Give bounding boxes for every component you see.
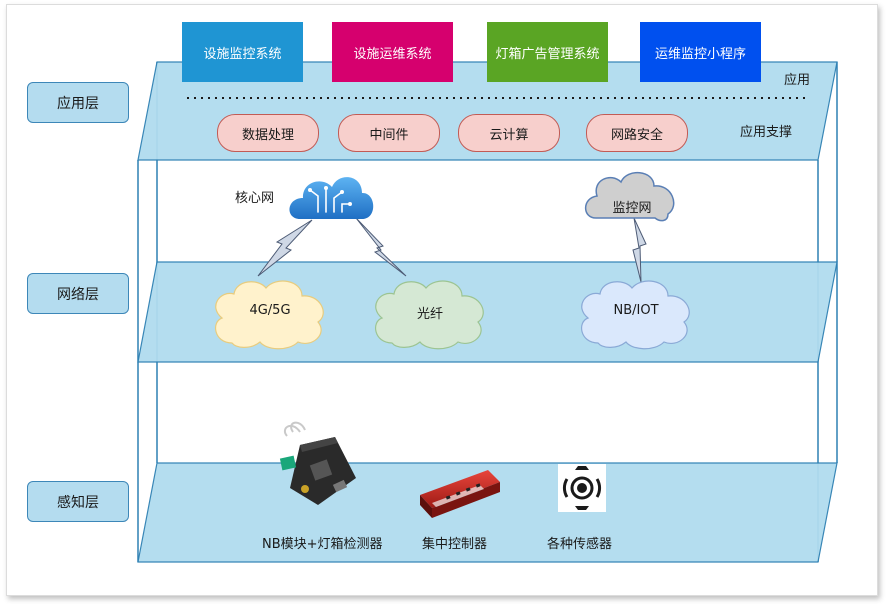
support-title: 应用支撑: [740, 125, 793, 140]
access-label-nbiot: NB/IOT: [613, 303, 659, 318]
circuit-board-icon: [279, 421, 356, 505]
link-core-to-fiber: [355, 217, 407, 277]
device-label-sensors: 各种传感器: [547, 537, 613, 552]
access-label-fiber: 光纤: [416, 307, 443, 322]
cloud-fiber: [374, 280, 484, 350]
support-item-middleware: 中间件: [338, 114, 440, 152]
layer-label-network: 网络层: [27, 273, 129, 314]
link-core-to-4g: [257, 219, 313, 277]
app-lightbox-ad-management: 灯箱广告管理系统: [487, 22, 608, 82]
controller-icon: [420, 470, 500, 518]
cloud-4g5g: [214, 280, 324, 350]
lightning-connectors: [257, 217, 647, 283]
support-item-cloud-computing: 云计算: [458, 114, 560, 152]
cloud-nbiot: [580, 280, 690, 350]
app-maintenance-mini-program: 运维监控小程序: [640, 22, 761, 82]
app-facility-maintenance: 设施运维系统: [332, 22, 453, 82]
support-item-network-security: 网路安全: [586, 114, 688, 152]
access-label-4g5g: 4G/5G: [249, 303, 291, 318]
apps-title: 应用: [784, 73, 811, 88]
layer-label-application: 应用层: [27, 82, 129, 123]
core-network-icon: [289, 177, 374, 219]
sensor-icon: [558, 464, 606, 512]
core-network-label: 核心网: [235, 191, 275, 206]
layer-label-perception: 感知层: [27, 481, 129, 522]
support-item-data-processing: 数据处理: [217, 114, 319, 152]
monitor-network-cloud: [584, 172, 675, 222]
monitor-network-label: 监控网: [612, 201, 652, 216]
device-label-controller: 集中控制器: [422, 537, 488, 552]
device-label-nb-module: NB模块+灯箱检测器: [262, 537, 383, 552]
app-facility-monitoring: 设施监控系统: [182, 22, 303, 82]
